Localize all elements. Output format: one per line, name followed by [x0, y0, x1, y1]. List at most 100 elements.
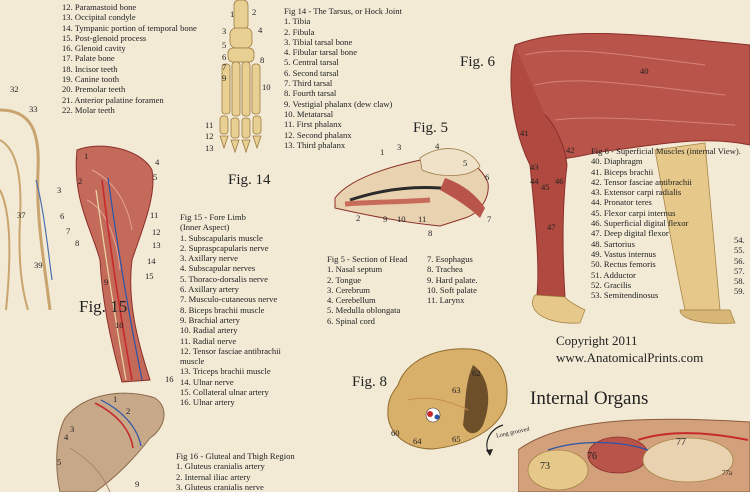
- head-callout: 6: [485, 172, 490, 182]
- legend-item: 3. Axillary nerve: [180, 253, 238, 264]
- legend-item: 12. Paramastoid bone: [62, 2, 137, 12]
- legend-item: 45. Flexor carpi internus: [591, 207, 676, 218]
- head-callout: 9: [383, 214, 388, 224]
- forelimb-callout: 5: [153, 172, 158, 182]
- legend-item: 14. Ulnar nerve: [180, 376, 234, 387]
- legend-item: 13. Triceps brachii muscle: [180, 366, 271, 377]
- legend-title: Fig 16 - Gluteal and Thigh Region: [176, 451, 295, 461]
- legend-item: 5. Central tarsal: [284, 57, 339, 68]
- legend-item: 13. Occipital condyle: [62, 12, 136, 23]
- legend-item: 42. Tensor fasciae antibrachii: [591, 176, 692, 187]
- legend-item: 15. Post-glenoid process: [62, 32, 147, 43]
- legend-item: 58.: [734, 276, 745, 287]
- head-callout: 4: [435, 141, 440, 151]
- tarsus-callout: 13: [205, 143, 214, 153]
- legend-item: 10. Soft palate: [427, 284, 477, 295]
- forelimb-callout: 2: [78, 176, 83, 186]
- head-callout: 5: [463, 158, 468, 168]
- legend-item: 57.: [734, 265, 745, 276]
- fig16-legend: Fig 16 - Gluteal and Thigh Region 1. Glu…: [176, 451, 295, 492]
- muscle-callout: 47: [547, 222, 556, 232]
- forelimb-callout: 4: [155, 157, 160, 167]
- legend-item: 6. Axillary artery: [180, 284, 239, 295]
- legend-item: 6. Spinal cord: [327, 315, 375, 326]
- legend-item: 1. Nasal septum: [327, 264, 383, 275]
- fig5-label: Fig. 5: [413, 120, 449, 136]
- legend-item: 11. First phalanx: [284, 119, 342, 130]
- legend-item: 12. Tensor fasciae antibrachii: [180, 345, 281, 356]
- legend-item: 2. Supraspcapularis nerve: [180, 242, 269, 253]
- legend-item: 50. Rectus femoris: [591, 259, 656, 270]
- legend-item: 5. Medulla oblongata: [327, 305, 401, 316]
- muscle-callout: 41: [520, 128, 529, 138]
- legend-item: 3. Tibial tarsal bone: [284, 36, 353, 47]
- organ-callout: 65: [452, 434, 461, 444]
- forelimb-callout: 13: [152, 240, 161, 250]
- legend-item: 6. Second tarsal: [284, 67, 339, 78]
- legend-item: 15. Collateral ulnar artery: [180, 387, 269, 398]
- legend-item: 46. Superficial digital flexor: [591, 218, 689, 229]
- skull-legend: 12. Paramastoid bone 13. Occipital condy…: [62, 2, 197, 115]
- legend-item: 11. Radial nerve: [180, 335, 237, 346]
- tarsus-callout: 5: [222, 40, 227, 50]
- legend-title: Fig 14 - The Tarsus, or Hock Joint: [284, 6, 402, 16]
- gluteal-callout: 3: [70, 424, 75, 434]
- forelimb-callout: 10: [115, 320, 124, 330]
- legend-item: 7. Third tarsal: [284, 78, 333, 89]
- legend-item: 2. Internal iliac artery: [176, 471, 251, 482]
- tarsus-callout: 8: [260, 55, 265, 65]
- organ-illustration: [387, 348, 508, 450]
- legend-item: 17. Palate bone: [62, 53, 115, 64]
- fig6-label: Fig. 6: [460, 54, 496, 70]
- legend-item: 44. Pronator teres: [591, 197, 652, 208]
- legend-item: 18. Incisor teeth: [62, 63, 118, 74]
- legend-item: 4. Fibular tarsal bone: [284, 47, 358, 58]
- fig15-legend: Fig 15 - Fore Limb (Inner Aspect) 1. Sub…: [180, 212, 281, 408]
- tarsus-callout: 6: [222, 52, 227, 62]
- muscle-callout: 45: [541, 182, 550, 192]
- legend-item: 22. Molar teeth: [62, 104, 115, 115]
- organ-callout: 77a: [722, 469, 733, 477]
- internal-organs-illustration: [518, 418, 750, 492]
- legend-item: 52. Gracilis: [591, 279, 632, 290]
- forelimb-callout: 1: [84, 151, 89, 161]
- skeleton-callout: 37: [17, 210, 26, 220]
- arrow-icon: [486, 424, 504, 456]
- tarsus-callout: 1: [230, 9, 235, 19]
- forelimb-callout: 9: [104, 277, 109, 287]
- organ-callout: 63: [452, 385, 461, 395]
- copyright-year: Copyright 2011: [556, 333, 638, 348]
- legend-item: 2. Tongue: [327, 274, 362, 285]
- forelimb-callout: 6: [60, 211, 65, 221]
- fig6-legend: Fig 6 - Superficial Muscles (internal Vi…: [591, 146, 741, 300]
- organ-callout: 60: [391, 428, 400, 438]
- head-callout: 2: [356, 213, 361, 223]
- legend-item: 20. Premolar teeth: [62, 84, 126, 95]
- legend-item: 47. Deep digital flexor: [591, 228, 669, 239]
- muscle-callout: 46: [555, 176, 564, 186]
- organ-callout: 76: [587, 451, 597, 462]
- legend-item: 9. Vestigial phalanx (dew claw): [284, 98, 393, 109]
- legend-item: 19. Canine tooth: [62, 74, 120, 85]
- legend-item: 9. Hard palate.: [427, 274, 478, 285]
- fig8-label: Fig. 8: [352, 374, 388, 390]
- legend-item: 3. Gluteus cranialis nerve: [176, 481, 264, 492]
- fig14-label: Fig. 14: [228, 172, 271, 188]
- legend-item: 9. Brachial artery: [180, 314, 240, 325]
- legend-item: 55.: [734, 245, 745, 256]
- legend-item: 51. Adductor: [591, 269, 636, 280]
- legend-item: 1. Tibia: [284, 16, 311, 27]
- skeleton-figure: [0, 108, 53, 310]
- legend-subtitle: (Inner Aspect): [180, 222, 230, 233]
- forelimb-callout: 8: [75, 238, 80, 248]
- legend-item: 16. Glenoid cavity: [62, 43, 126, 54]
- skeleton-callout: 32: [10, 84, 19, 94]
- gluteal-callout: 4: [64, 432, 69, 442]
- legend-item: 43. Extensor carpi radialis: [591, 187, 682, 198]
- tarsus-callout: 10: [262, 82, 271, 92]
- tarsus-callout: 11: [205, 120, 214, 130]
- forelimb-callout: 16: [165, 374, 174, 384]
- fig14-legend: Fig 14 - The Tarsus, or Hock Joint 1. Ti…: [284, 6, 402, 150]
- head-callout: 11: [418, 214, 427, 224]
- muscle-callout: 44: [530, 176, 539, 186]
